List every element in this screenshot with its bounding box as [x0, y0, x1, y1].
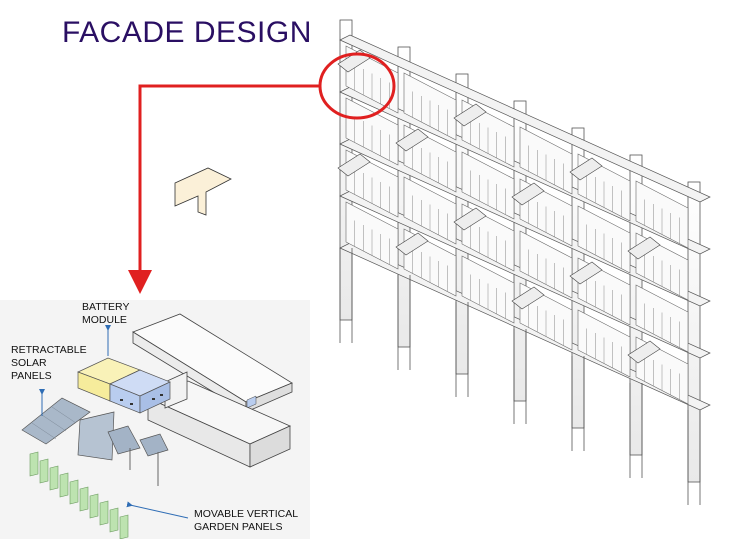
- battery-label-line-2: MODULE: [82, 314, 127, 326]
- solar-canopy: [569, 261, 603, 285]
- garden-panel: [59, 472, 69, 498]
- solar-canopy: [627, 340, 661, 364]
- solar-panels-label: RETRACTABLE SOLAR PANELS: [11, 344, 87, 383]
- garden-panel: [39, 458, 49, 484]
- garden-leader-line: [126, 501, 189, 519]
- facade-column: [687, 181, 701, 483]
- garden-panel: [79, 486, 89, 512]
- garden-label-line-1: MOVABLE VERTICAL: [194, 508, 299, 520]
- battery-label-line-1: BATTERY: [82, 301, 130, 313]
- battery-module-label: BATTERY MODULE: [82, 301, 129, 327]
- solar-panels: [21, 397, 169, 486]
- page-title: FACADE DESIGN: [62, 16, 312, 49]
- exploded-module: [21, 313, 293, 539]
- garden-panels: [29, 451, 129, 539]
- garden-panel: [69, 479, 79, 505]
- solar-label-line-2: SOLAR: [11, 357, 47, 369]
- solar-canopy: [453, 207, 487, 231]
- solar-canopy: [395, 232, 429, 256]
- facade-elevation: [337, 19, 711, 505]
- solar-canopy: [511, 286, 545, 310]
- solar-canopy: [337, 153, 371, 177]
- solar-label-line-1: RETRACTABLE: [11, 344, 87, 356]
- garden-panel: [29, 451, 39, 477]
- garden-panel: [49, 465, 59, 491]
- solar-canopy: [569, 157, 603, 181]
- battery-module-blue: [109, 369, 171, 414]
- garden-label-line-2: GARDEN PANELS: [194, 521, 283, 533]
- garden-panel: [109, 507, 119, 533]
- solar-canopy: [453, 103, 487, 127]
- garden-panel: [99, 500, 109, 526]
- solar-label-line-3: PANELS: [11, 370, 52, 382]
- floor-slab: [339, 34, 711, 203]
- solar-canopy: [627, 236, 661, 260]
- solar-canopy: [395, 128, 429, 152]
- garden-panel: [89, 493, 99, 519]
- garden-panels-label: MOVABLE VERTICAL GARDEN PANELS: [194, 508, 298, 534]
- solar-canopy: [511, 182, 545, 206]
- floating-module-icon: [174, 167, 232, 216]
- garden-panel: [119, 514, 129, 539]
- callout-leader-arrow: [128, 84, 321, 294]
